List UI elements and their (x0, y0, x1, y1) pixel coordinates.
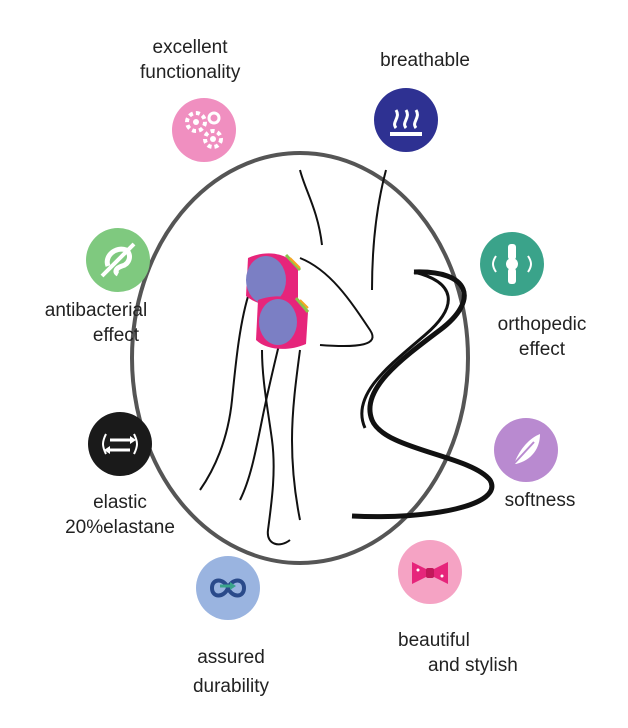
stretch-arrows-icon (88, 412, 152, 476)
elastic-line-2: 20%elastane (65, 517, 175, 538)
knee-pad-lower (256, 296, 310, 349)
antibacterial-line-2: effect (92, 325, 140, 346)
functionality-line-1: excellent (152, 37, 228, 58)
breathable-line-1: breathable (380, 50, 470, 71)
breathable-label: breathable (360, 48, 490, 73)
antibacterial-label: antibacterial effect (26, 298, 166, 348)
functionality-label: excellent functionality (140, 35, 240, 85)
durability-label: assured durability (176, 645, 286, 699)
central-oval (130, 151, 470, 565)
antibacterial-line-1: antibacterial (44, 300, 148, 321)
feather-icon (494, 418, 558, 482)
durability-line-2: durability (192, 676, 270, 697)
gears-icon (172, 98, 236, 162)
knee-pad-upper (246, 253, 302, 306)
stylish-label: beautiful and stylish (392, 628, 522, 678)
softness-label: softness (490, 488, 590, 513)
functionality-line-2: functionality (140, 62, 241, 83)
orthopedic-line-2: effect (518, 339, 566, 360)
ribbon (351, 269, 495, 520)
ribbon-inner (360, 270, 450, 429)
knee-joint-icon (480, 232, 544, 296)
steam-icon (374, 88, 438, 152)
stylish-line-1: beautiful (398, 630, 470, 651)
bow-icon (398, 540, 462, 604)
orthopedic-line-1: orthopedic (497, 314, 587, 335)
softness-line-1: softness (504, 490, 576, 511)
stylish-line-2: and stylish (428, 655, 518, 676)
elastic-label: elastic 20%elastane (52, 490, 188, 540)
elastic-line-1: elastic (93, 492, 147, 513)
durability-line-1: assured (197, 647, 265, 668)
orthopedic-label: orthopedic effect (482, 312, 602, 362)
antibacterial-icon (86, 228, 150, 292)
infinity-arrows-icon (196, 556, 260, 620)
